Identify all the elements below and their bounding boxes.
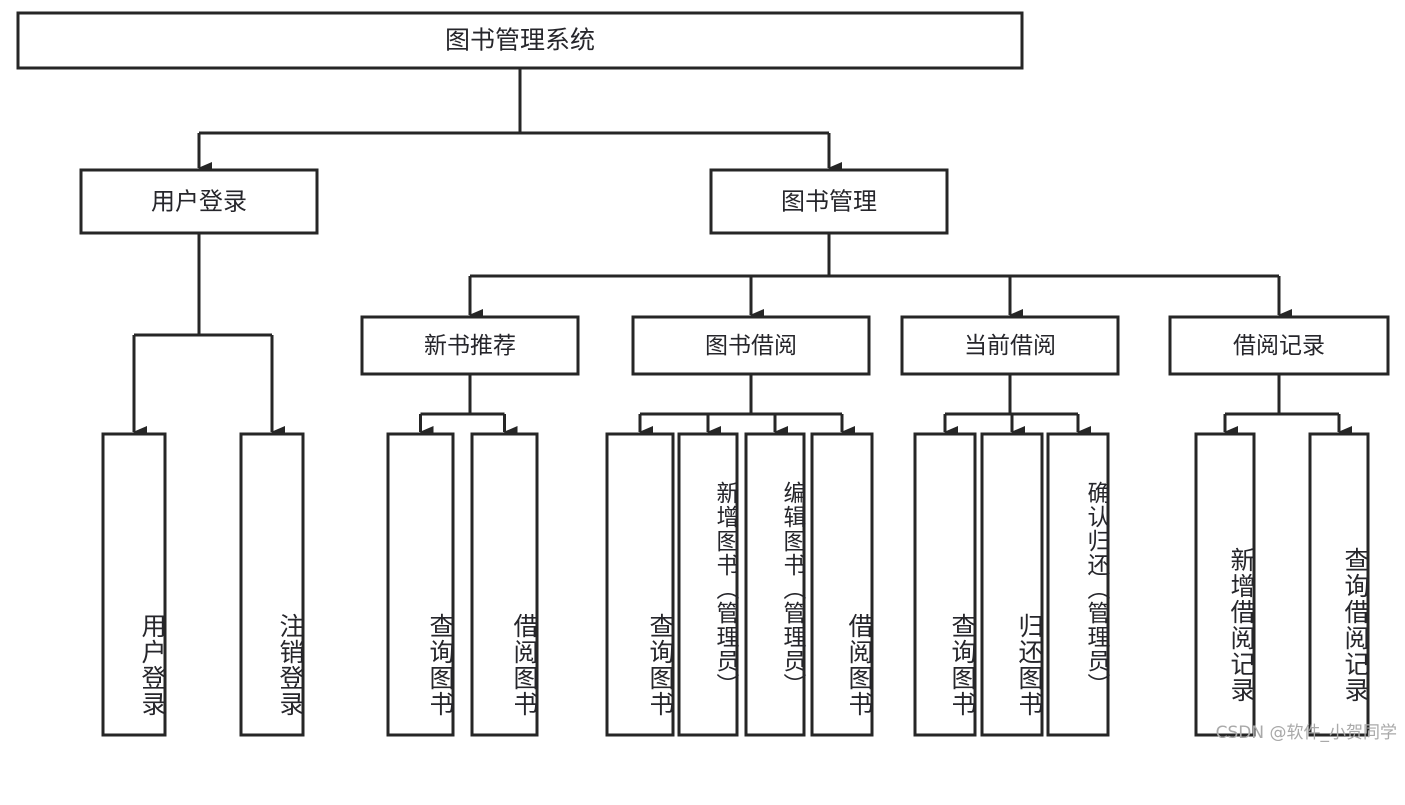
- node-level3-1-label: 图书借阅: [705, 333, 797, 359]
- node-leaf-12[interactable]: [1308, 432, 1370, 737]
- node-level2-1[interactable]: [709, 168, 949, 235]
- node-root[interactable]: [16, 11, 1024, 70]
- node-leaf-9[interactable]: [980, 432, 1044, 737]
- node-level3-1[interactable]: [631, 315, 871, 376]
- node-leaf-11[interactable]: [1194, 432, 1256, 737]
- node-level3-0[interactable]: [360, 315, 580, 376]
- node-leaf-6[interactable]: [744, 432, 806, 737]
- node-leaf-4[interactable]: [605, 432, 675, 737]
- node-leaf-7[interactable]: [810, 432, 874, 737]
- watermark-text: CSDN @软件_小贺同学: [1215, 723, 1397, 743]
- node-level2-0-label: 用户登录: [151, 188, 247, 216]
- node-leaf-5[interactable]: [677, 432, 739, 737]
- node-level3-3[interactable]: [1168, 315, 1390, 376]
- node-leaf-2[interactable]: [386, 432, 455, 737]
- node-leaf-10[interactable]: [1046, 432, 1110, 737]
- node-boxes: [16, 11, 1390, 737]
- connector-edges: [132, 68, 1352, 438]
- node-leaf-8[interactable]: [913, 432, 977, 737]
- node-leaf-0[interactable]: [101, 432, 167, 737]
- node-level3-2-label: 当前借阅: [964, 333, 1056, 359]
- node-root-label: 图书管理系统: [445, 26, 595, 55]
- node-level2-0[interactable]: [79, 168, 319, 235]
- node-level3-3-label: 借阅记录: [1233, 333, 1325, 359]
- node-level3-0-label: 新书推荐: [424, 333, 516, 359]
- diagram-canvas: 图书管理系统用户登录图书管理新书推荐图书借阅当前借阅借阅记录 用户登录注销登录查…: [16, 11, 1397, 743]
- node-level3-2[interactable]: [900, 315, 1120, 376]
- node-leaf-3[interactable]: [470, 432, 539, 737]
- node-leaf-1[interactable]: [239, 432, 305, 737]
- node-level2-1-label: 图书管理: [781, 188, 877, 216]
